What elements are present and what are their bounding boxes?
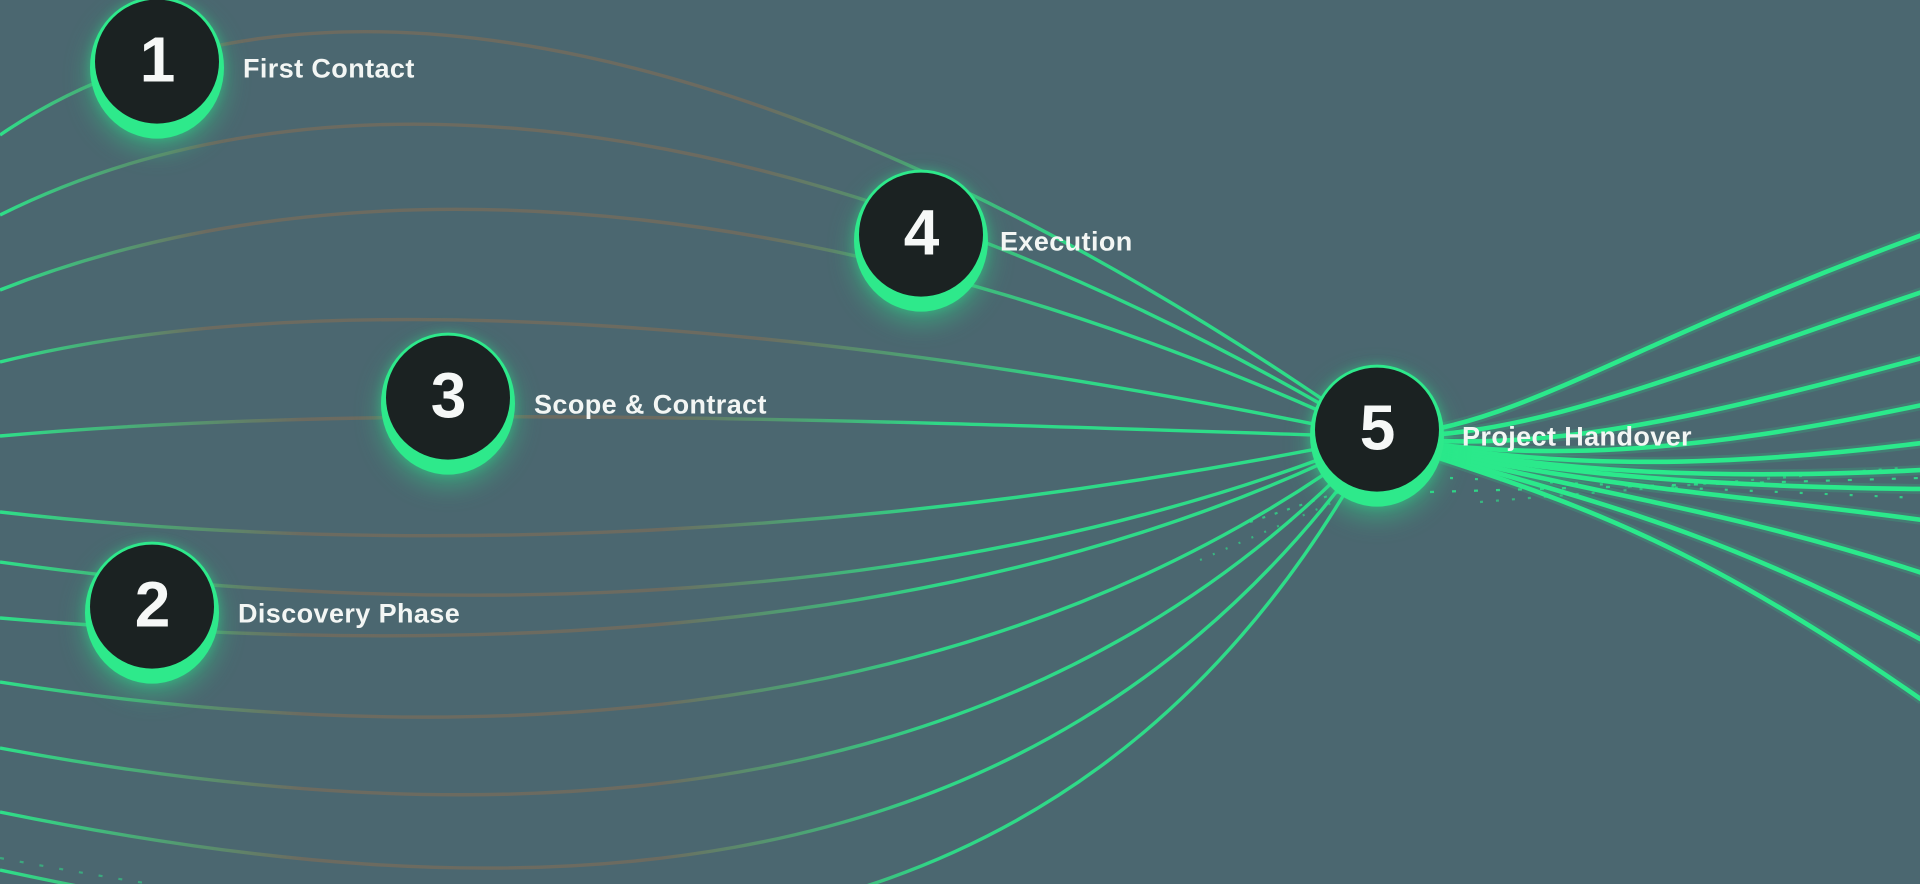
speckle-line: [1479, 466, 1901, 504]
flow-strand: [0, 435, 1379, 797]
step-node-5: 5: [1310, 364, 1444, 507]
speckle-line: [0, 856, 158, 884]
flow-strand: [1376, 403, 1920, 454]
flow-strand: [0, 317, 1378, 439]
step-number: 3: [430, 359, 467, 432]
step-node-1: 1: [90, 0, 224, 139]
left-strands: [0, 30, 1379, 884]
flow-strand: [1376, 233, 1920, 440]
step-label-first-contact: First Contact: [243, 53, 415, 84]
node-circle: 2: [90, 544, 214, 669]
step-label-scope-contract: Scope & Contract: [534, 389, 767, 420]
flow-strand: [1376, 290, 1920, 440]
flow-strand: [1376, 434, 1920, 702]
speckle-line: [1199, 480, 1381, 562]
flow-strand: [0, 122, 1378, 439]
step-number: 5: [1359, 391, 1396, 464]
step-node-4: 4: [854, 169, 988, 312]
speckle-line: [1429, 476, 1920, 494]
flow-strand: [0, 435, 1378, 538]
node-circle: 1: [95, 0, 219, 124]
step-label-execution: Execution: [1000, 226, 1133, 257]
step-number: 2: [134, 568, 171, 641]
flow-strand: [0, 415, 1378, 439]
flow-strand: [0, 435, 1379, 719]
flow-strand: [0, 436, 1379, 884]
step-label-discovery-phase: Discovery Phase: [238, 598, 461, 629]
flow-strand: [0, 436, 1379, 870]
flow-strand: [0, 207, 1378, 439]
step-node-3: 3: [381, 332, 515, 475]
right-strands-glow: [1375, 230, 1920, 705]
step-number: 1: [139, 23, 176, 96]
step-number: 4: [903, 196, 940, 269]
flow-strand-glow: [1376, 287, 1920, 443]
node-circle: 3: [386, 335, 510, 460]
step-label-project-handover: Project Handover: [1462, 421, 1692, 452]
step-node-2: 2: [85, 541, 219, 684]
node-circle: 5: [1315, 367, 1439, 492]
node-circle: 4: [859, 172, 983, 297]
